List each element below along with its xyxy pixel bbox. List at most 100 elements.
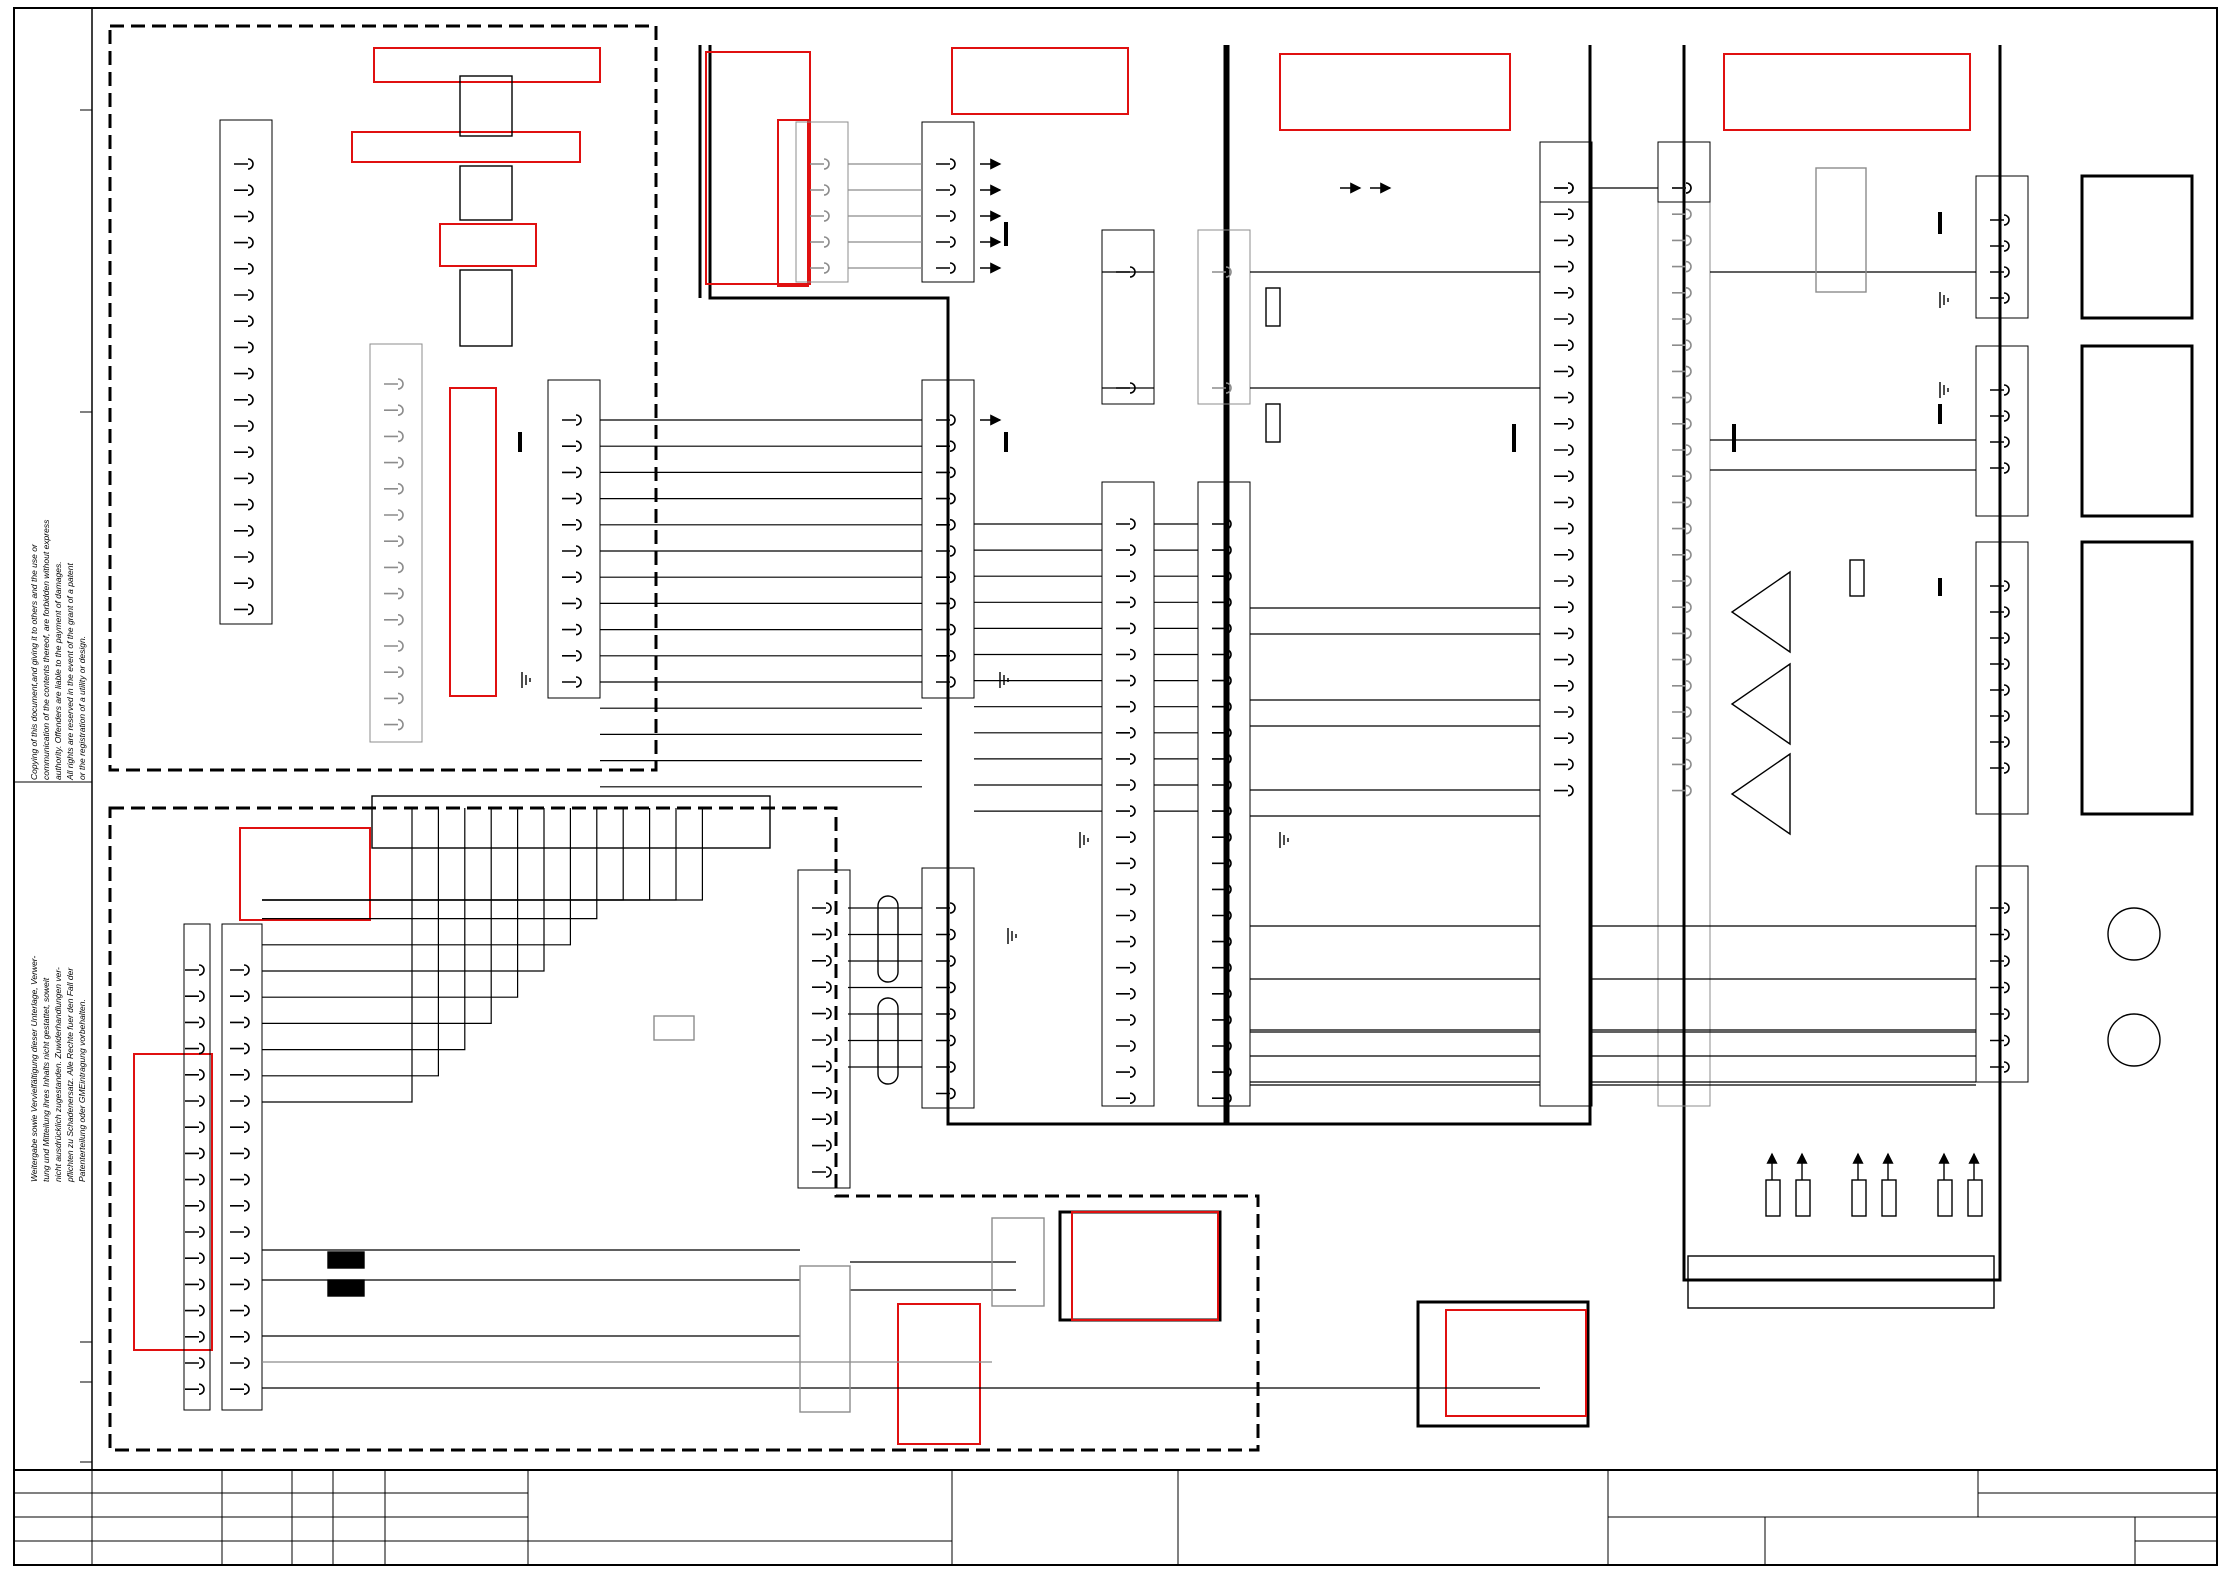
pin: [234, 446, 254, 458]
terminal-strip: [369, 343, 423, 743]
pin: [562, 623, 582, 636]
pin: [234, 263, 254, 275]
pin: [384, 587, 404, 600]
pin: [1212, 988, 1232, 1000]
pin: [1554, 706, 1574, 718]
pin: [185, 990, 205, 1002]
pin: [1672, 653, 1692, 666]
pin: [1212, 1066, 1232, 1078]
pin: [936, 545, 956, 557]
pin: [936, 414, 956, 426]
pin: [185, 1095, 205, 1107]
pin: [1672, 601, 1692, 613]
pin: [1554, 758, 1574, 771]
pin: [562, 440, 582, 452]
pin: [230, 1147, 250, 1160]
wire: [262, 808, 703, 901]
pin: [1212, 779, 1232, 791]
pin: [384, 666, 404, 678]
terminal-strip: [219, 119, 273, 625]
pin: [1212, 805, 1232, 817]
pin: [936, 440, 956, 452]
pin: [1990, 240, 2010, 252]
pin: [1554, 653, 1574, 666]
pin: [384, 378, 404, 390]
pin: [812, 902, 832, 914]
wire: [850, 1261, 1016, 1291]
pin: [1990, 384, 2010, 396]
wire: [262, 808, 598, 920]
pin: [384, 430, 404, 443]
connector-strips: [183, 119, 2029, 1411]
pin: [384, 535, 404, 547]
pin: [1554, 522, 1574, 535]
pin: [230, 1069, 250, 1081]
pin: [562, 676, 582, 688]
pin: [1212, 909, 1232, 922]
pin: [562, 466, 582, 479]
pin: [1990, 762, 2010, 774]
terminal-strip: [1197, 229, 1251, 405]
pin: [1116, 935, 1136, 948]
pin: [234, 184, 254, 196]
pin: [384, 718, 404, 731]
pin: [936, 597, 956, 610]
pin: [1116, 831, 1136, 843]
pin: [1212, 596, 1232, 609]
pin: [1990, 462, 2010, 474]
pin: [562, 414, 582, 426]
wire: [262, 808, 624, 901]
pin: [230, 964, 250, 976]
wire: [262, 808, 571, 946]
highlight-boxes: [133, 47, 1971, 1445]
pin: [1554, 680, 1574, 692]
pin: [936, 955, 956, 967]
pin: [1672, 339, 1692, 351]
pin: [185, 1304, 205, 1317]
pin: [936, 1034, 956, 1047]
pin: [185, 1383, 205, 1395]
pin: [1212, 753, 1232, 765]
pin: [1212, 382, 1232, 394]
pin: [185, 1121, 205, 1133]
pin: [1990, 955, 2010, 967]
pin: [234, 498, 254, 511]
pin: [1554, 287, 1574, 299]
pin: [1212, 961, 1232, 974]
pin: [1116, 1066, 1136, 1078]
pin: [1554, 182, 1574, 194]
pin: [1116, 648, 1136, 661]
components: [327, 75, 2161, 1413]
pin: [1672, 627, 1692, 640]
ground-icon: [999, 672, 1009, 688]
terminal-strip: [1539, 141, 1593, 1107]
pin: [185, 1069, 205, 1081]
pin: [1990, 981, 2010, 994]
terminal-strip: [221, 923, 263, 1411]
pin: [384, 404, 404, 416]
pin: [1116, 961, 1136, 974]
pin: [1116, 988, 1136, 1000]
pin: [812, 1007, 832, 1020]
amplifier-2: [1730, 662, 1791, 746]
pin: [1212, 1040, 1232, 1052]
terminal-strip: [1975, 345, 2029, 517]
terminal-strip: [1657, 141, 1711, 203]
pin: [1672, 313, 1692, 325]
ground-icon: [1939, 292, 1949, 308]
pin: [1554, 313, 1574, 325]
pin: [936, 650, 956, 662]
pin: [1672, 784, 1692, 797]
pin: [1212, 622, 1232, 635]
terminal-strip: [1539, 141, 1593, 203]
pin: [1116, 909, 1136, 922]
pin: [812, 1034, 832, 1046]
pin: [1212, 1014, 1232, 1026]
terminal-strip: [183, 923, 211, 1411]
pin: [384, 483, 404, 495]
pin: [1116, 1040, 1136, 1052]
pin: [1116, 544, 1136, 556]
pin: [812, 1166, 832, 1178]
pin: [234, 577, 254, 589]
pin: [1554, 365, 1574, 378]
